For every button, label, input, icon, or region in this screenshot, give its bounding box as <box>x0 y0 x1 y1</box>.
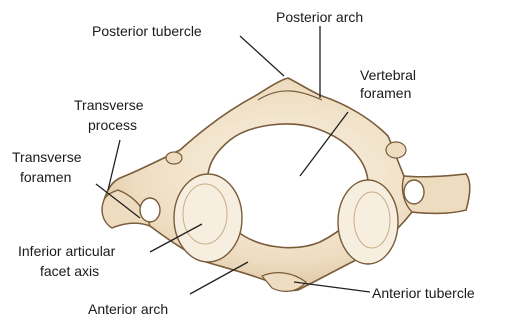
right-transverse-foramen <box>404 180 424 204</box>
label-posterior-arch: Posterior arch <box>276 9 363 25</box>
label-vertebral-foramen-2: foramen <box>360 85 411 101</box>
leader-posterior-tubercle <box>240 36 284 76</box>
label-transverse-foramen-2: foramen <box>20 169 71 185</box>
left-articular-facet <box>174 174 242 262</box>
label-anterior-arch: Anterior arch <box>88 301 168 317</box>
left-transverse-foramen <box>140 198 160 222</box>
label-posterior-tubercle: Posterior tubercle <box>92 23 202 39</box>
label-vertebral-foramen-1: Vertebral <box>360 67 416 83</box>
label-transverse-foramen-1: Transverse <box>12 149 82 165</box>
label-transverse-process-1: Transverse <box>74 97 144 113</box>
label-transverse-process-2: process <box>88 117 137 133</box>
label-anterior-tubercle: Anterior tubercle <box>372 285 475 301</box>
label-inferior-articular-facet-2: facet axis <box>40 263 99 279</box>
left-posterior-knob <box>166 152 182 164</box>
label-inferior-articular-facet-1: Inferior articular <box>18 243 116 259</box>
right-posterior-knob <box>386 142 406 158</box>
leader-anterior-arch <box>190 262 248 294</box>
